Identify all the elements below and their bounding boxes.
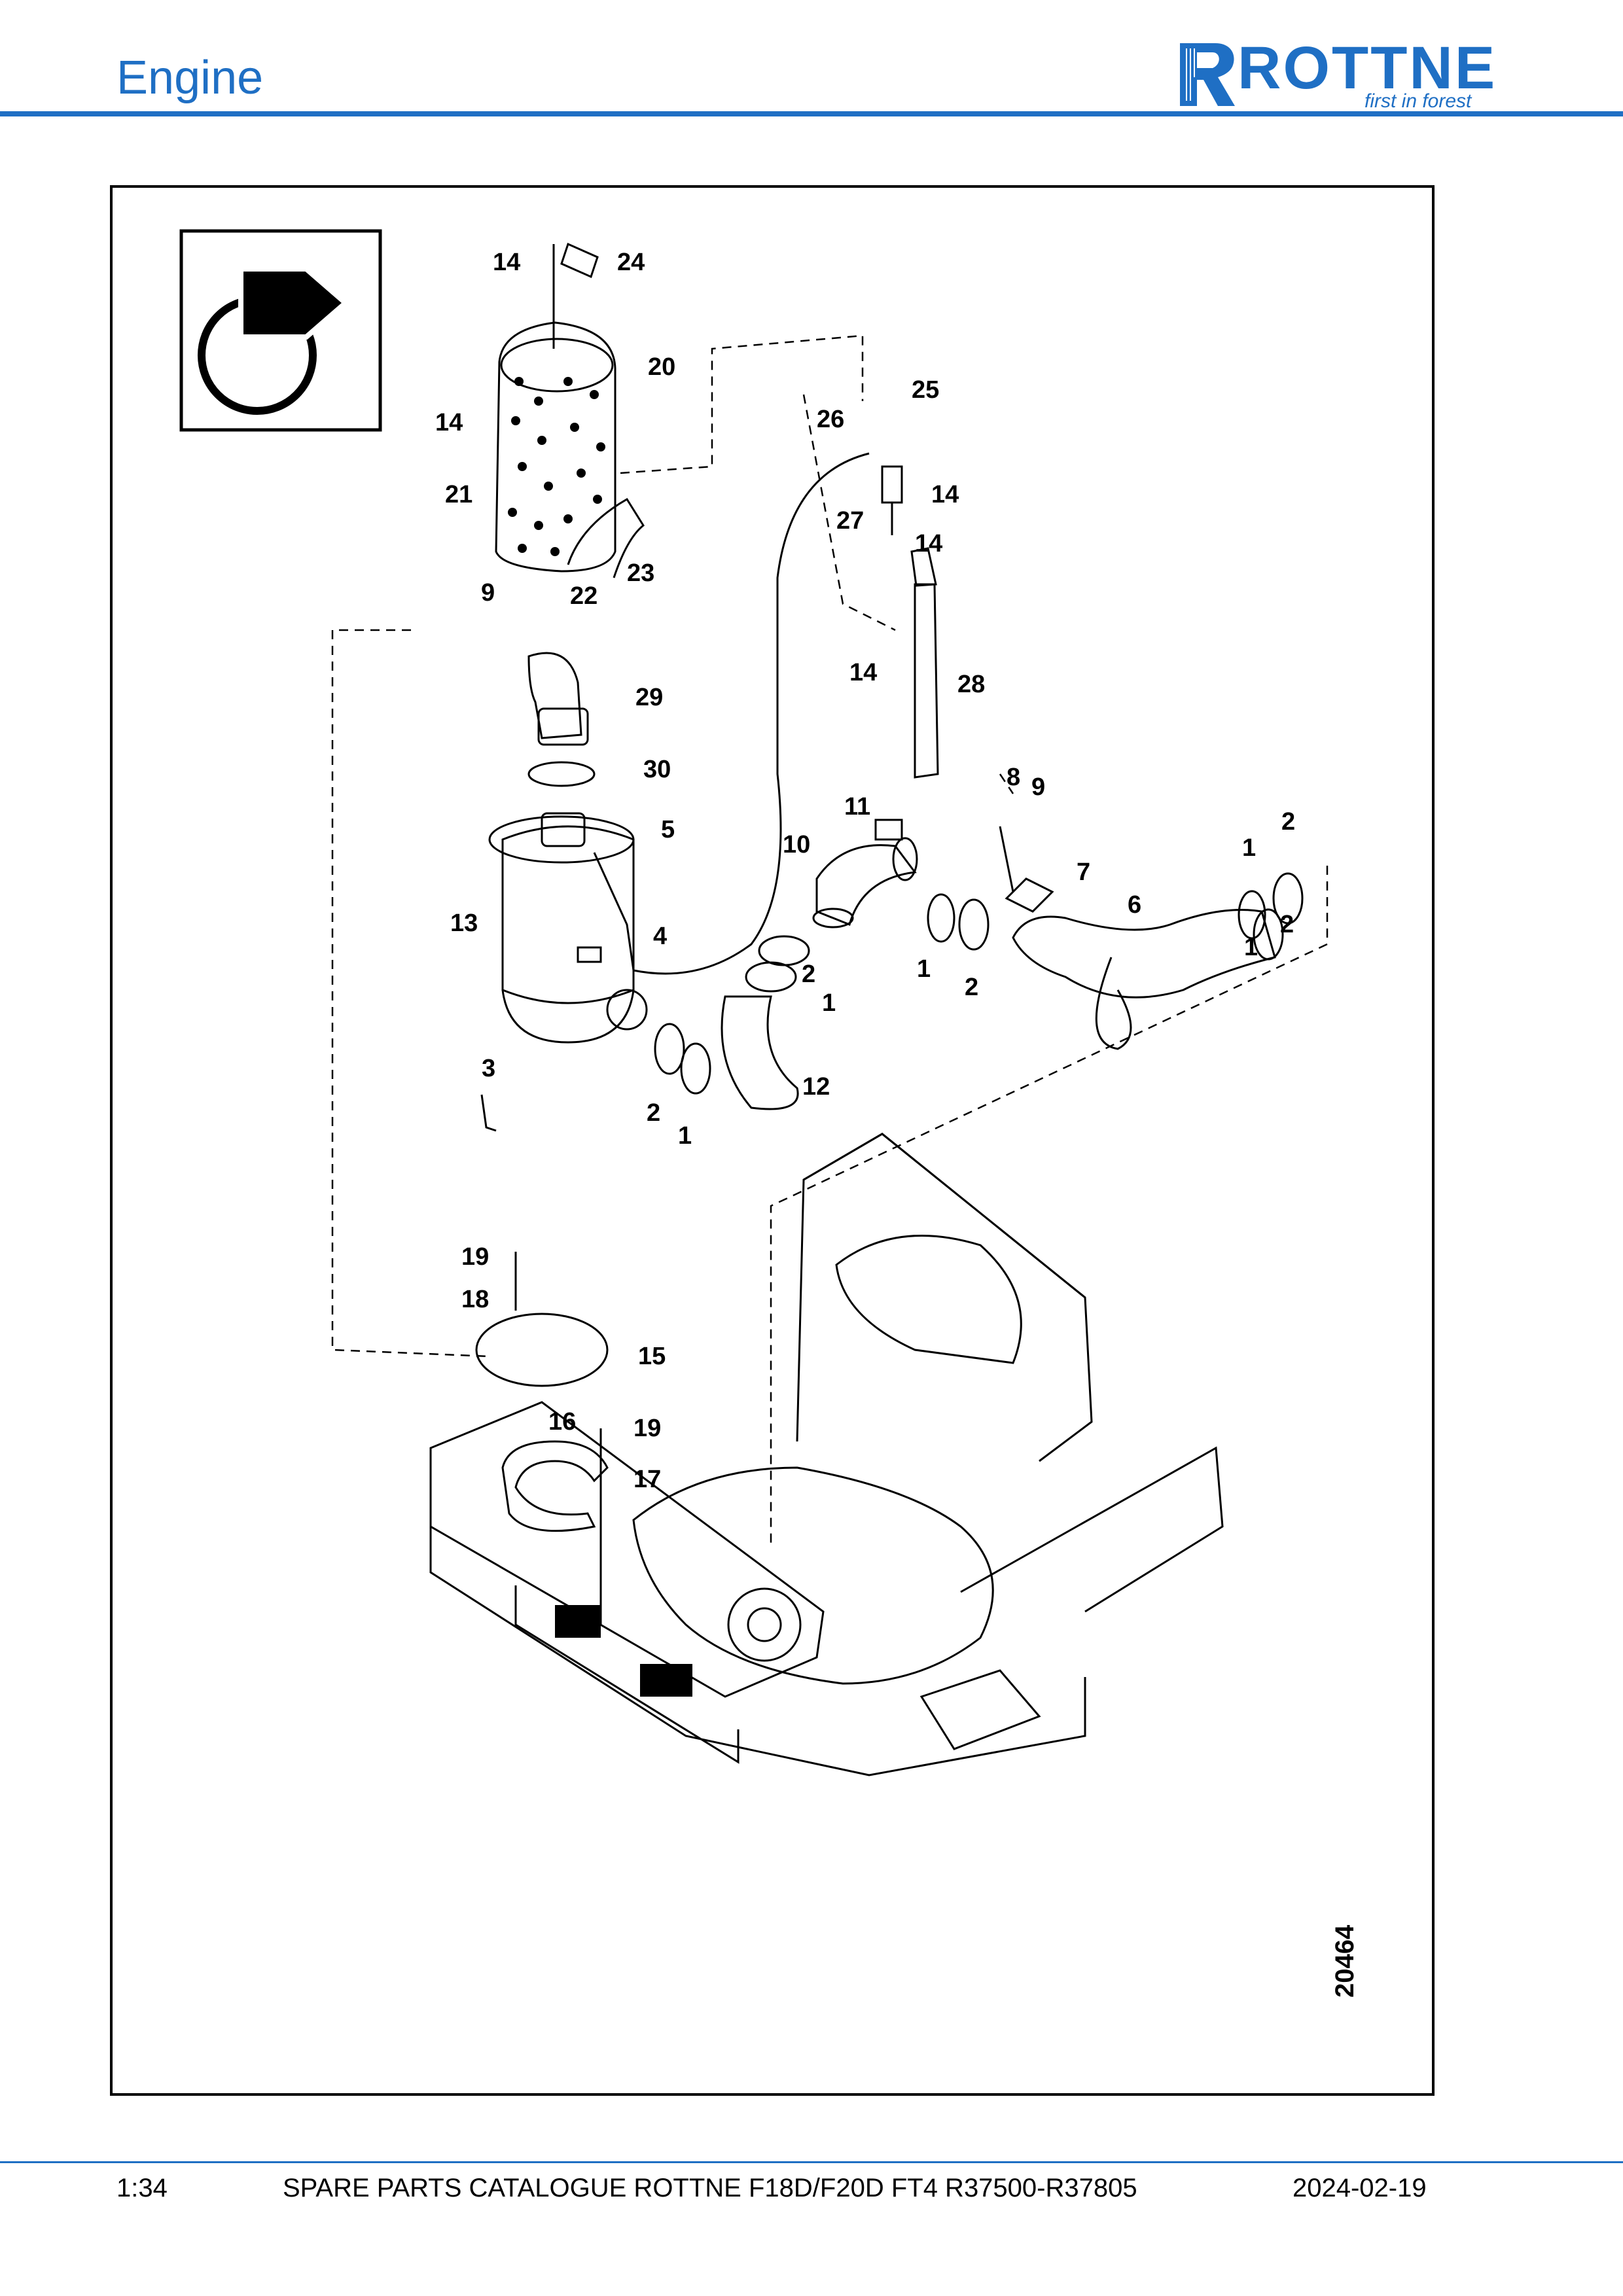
logo-wordmark: ROTTNE: [1238, 35, 1497, 101]
part-20-heat-shield: [495, 321, 645, 578]
callout-label: 6: [1128, 891, 1141, 919]
callout-label: 16: [548, 1408, 576, 1436]
callout-label: 18: [461, 1286, 489, 1313]
part-15-plate: [475, 1252, 609, 1387]
callout-label: 25: [912, 376, 939, 404]
callout-label: 27: [836, 507, 864, 535]
callout-label: 12: [802, 1073, 830, 1101]
callout-label: 14: [435, 409, 463, 436]
callout-label: 2: [802, 961, 815, 988]
callout-label: 1: [1244, 934, 1258, 961]
callout-label: 11: [844, 793, 870, 821]
callout-label: 30: [643, 756, 671, 783]
callout-label: 29: [635, 684, 663, 711]
callout-label: 19: [633, 1415, 661, 1442]
callout-label: 2: [1281, 808, 1295, 836]
callout-label: 9: [1031, 773, 1045, 801]
logo-r-mark-icon: [1180, 43, 1235, 106]
part-4-sensor-cable: [593, 452, 870, 975]
callout-label: 22: [570, 582, 597, 610]
part-24-bracket: [552, 242, 599, 349]
part-27-sensor: [881, 465, 903, 535]
machine-frame-and-engine: [429, 1133, 1224, 1776]
callout-label: 14: [493, 249, 520, 276]
callout-label: 2: [965, 974, 978, 1001]
callout-label: 26: [817, 406, 844, 433]
callout-label: 20: [648, 353, 675, 381]
page-number: 1:34: [116, 2174, 168, 2202]
callout-label: 2: [647, 1099, 660, 1127]
callout-label: 1: [1242, 834, 1256, 862]
engine-symbol-icon: [179, 229, 382, 432]
catalogue-date: 2024-02-19: [1293, 2174, 1427, 2202]
page-title: Engine: [116, 52, 264, 104]
part-28-bracket: [910, 547, 939, 779]
callout-label: 3: [482, 1055, 495, 1082]
part-17-ring: [501, 1440, 609, 1532]
rottne-logo: ROTTNE first in forest: [1175, 35, 1515, 112]
callout-label: 28: [957, 671, 985, 698]
callout-label: 7: [1077, 858, 1090, 886]
callout-labels: 14 24 20 14 21 23 9 22 25 26 14 27 14 28…: [435, 249, 1295, 1493]
part-30-clamp: [527, 761, 596, 787]
callout-label: 8: [1007, 764, 1020, 791]
part-6-intake-pipe: [1012, 908, 1284, 1050]
callout-label: 14: [849, 659, 877, 686]
drawing-frame: [110, 185, 1435, 2096]
clamps-and-rings: [654, 872, 1304, 1095]
part-3-bolt: [480, 1094, 497, 1132]
footer-rule: [0, 2161, 1623, 2163]
part-29-exhaust-tube: [527, 652, 589, 746]
callout-label: 24: [617, 249, 645, 276]
part-8-bracket: [999, 826, 1014, 892]
callout-label: 1: [917, 955, 931, 983]
dashed-leader-lines: [331, 334, 1329, 1546]
exploded-parts-drawing: 14 24 20 14 21 23 9 22 25 26 14 27 14 28…: [179, 229, 1359, 1998]
callout-label: 21: [445, 481, 473, 508]
callout-label: 19: [461, 1243, 489, 1271]
callout-label: 2: [1280, 911, 1294, 938]
callout-label: 14: [915, 530, 942, 557]
part-10-elbow: [812, 837, 918, 928]
callout-label: 1: [822, 989, 836, 1017]
part-12-hose: [721, 995, 799, 1110]
callout-label: 9: [481, 579, 495, 607]
callout-label: 15: [638, 1343, 666, 1370]
logo-tagline: first in forest: [1364, 90, 1472, 112]
drawing-number: 20464: [1330, 1924, 1359, 1998]
callout-label: 17: [633, 1466, 661, 1493]
callout-label: 10: [783, 831, 810, 858]
callout-label: 23: [627, 559, 654, 587]
header-rule: [0, 111, 1623, 116]
part-11-sensor: [874, 819, 903, 841]
callout-label: 5: [661, 816, 675, 843]
catalogue-title: SPARE PARTS CATALOGUE ROTTNE F18D/F20D F…: [283, 2174, 1137, 2202]
part-13-muffler: [488, 812, 648, 1044]
callout-label: 1: [678, 1122, 692, 1150]
callout-label: 4: [653, 923, 667, 950]
part-7-bracket: [1005, 877, 1054, 913]
callout-label: 14: [931, 481, 959, 508]
callout-label: 13: [450, 910, 478, 937]
